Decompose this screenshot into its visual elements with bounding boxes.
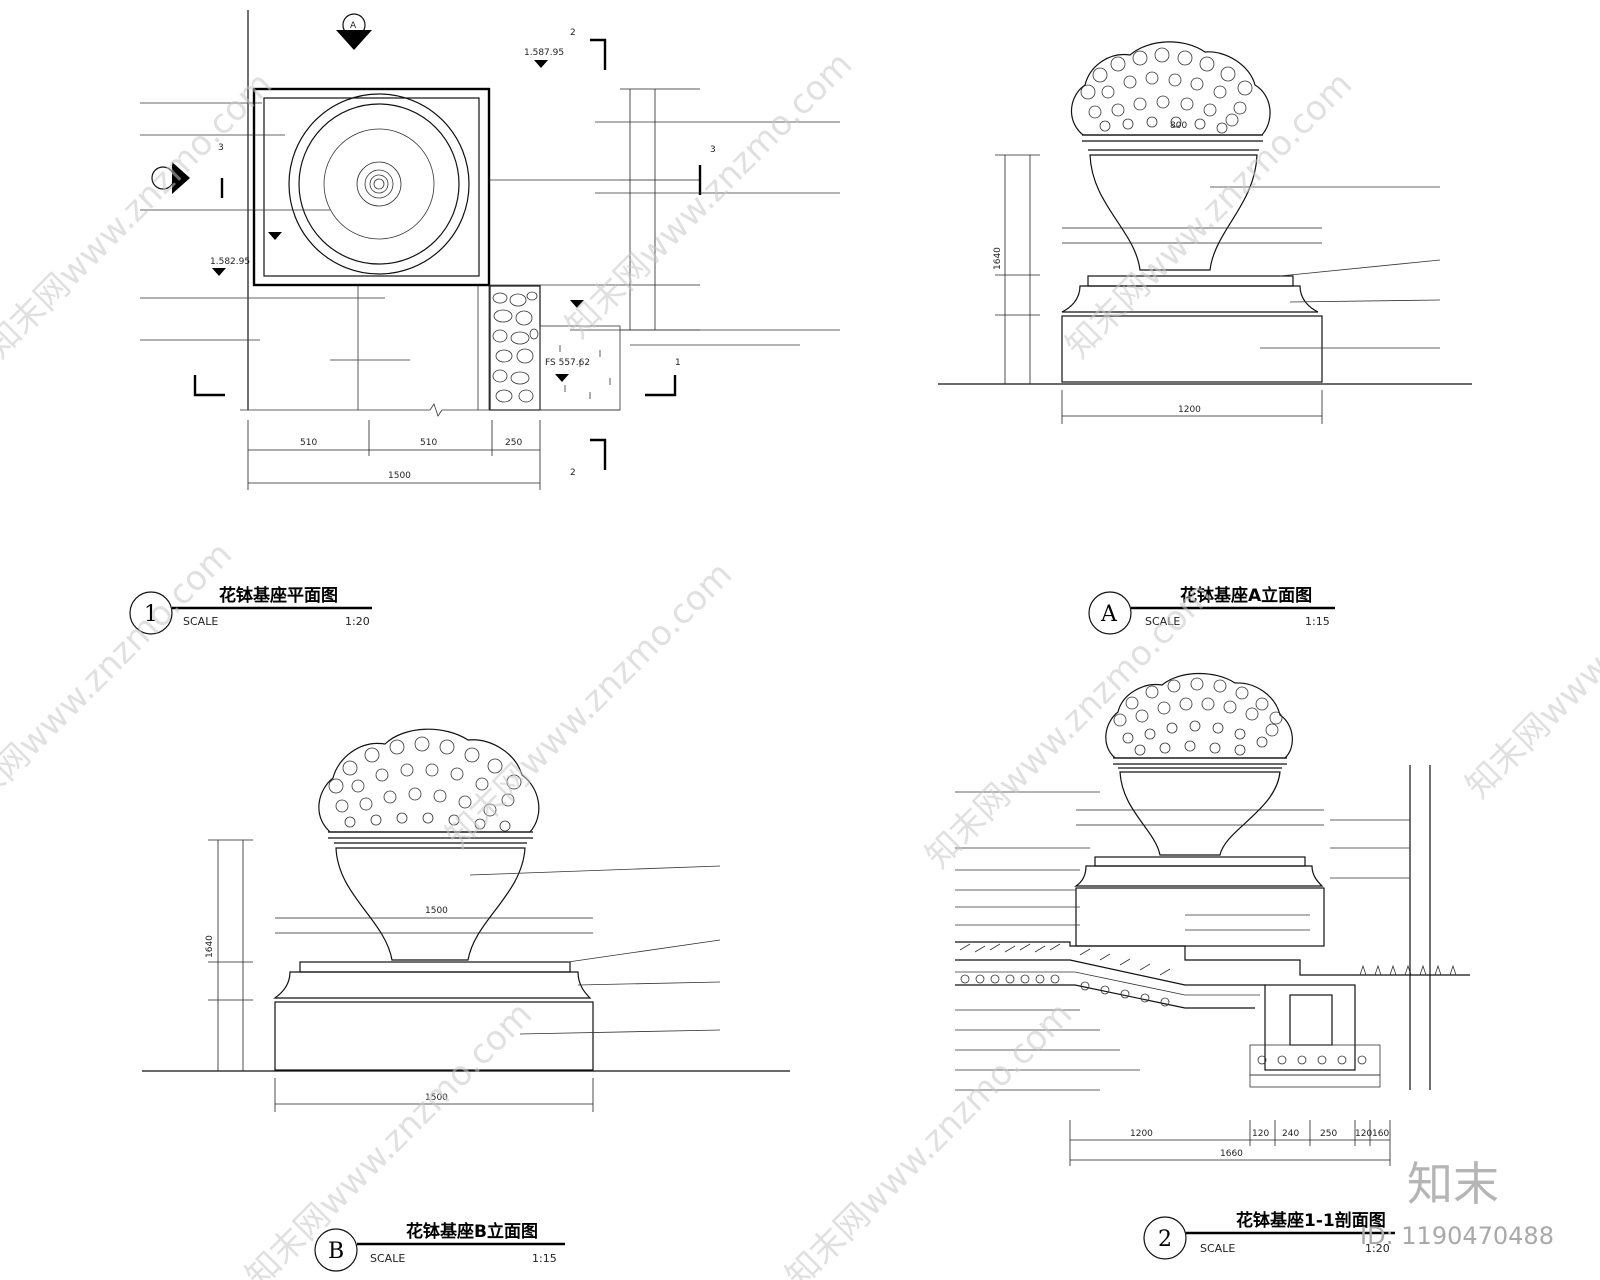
- section-dim-lines: [1069, 809, 1391, 1166]
- elev-a-dim-height: 1640: [993, 247, 1003, 270]
- elev-a-title-block: A 花钵基座A立面图 SCALE 1:15: [1088, 585, 1335, 635]
- plan-inner-square: [263, 97, 480, 277]
- plan-elev-label-left: 1.582.95: [210, 257, 250, 267]
- watermark-text: 知末网www.znzmo.com: [778, 994, 1080, 1280]
- section-dim-total: 1660: [1220, 1149, 1243, 1159]
- elevation-marker: [534, 60, 548, 68]
- plan-title: 花钵基座平面图: [219, 585, 338, 606]
- elev-b-bowl: [335, 847, 526, 961]
- elev-b-scale-value: 1:15: [532, 1252, 557, 1265]
- view-direction-marker-b: [151, 162, 190, 194]
- section-dim-2: 120: [1252, 1129, 1269, 1139]
- elev-b-dim-width: 1500: [425, 1093, 448, 1103]
- image-id-label: ID: 1190470488: [1360, 1222, 1554, 1250]
- section-pedestal-base: [1075, 887, 1325, 947]
- section-dim-5: 120: [1355, 1129, 1372, 1139]
- section-ground-layers: [955, 765, 1470, 1090]
- plan-elev-label-lawn: FS 557.62: [545, 358, 590, 368]
- elev-b-pedestal-base: [274, 1001, 594, 1071]
- plan-elev-label-top: 1.587.95: [524, 48, 564, 58]
- elev-a-bowl: [1089, 154, 1258, 271]
- section-leaders: [955, 791, 1410, 1091]
- plan-leaders-right: [330, 121, 840, 361]
- section-mark-2-bottom: 2: [570, 468, 576, 478]
- plan-dim-2: 510: [420, 438, 437, 448]
- svg-text:A: A: [350, 21, 357, 31]
- elev-a-dim-top: 800: [1170, 121, 1187, 131]
- elev-a-dim-lines: [995, 154, 1323, 424]
- section-dim-4: 250: [1320, 1129, 1337, 1139]
- watermark-text: 知末网www.znzmo.com: [918, 574, 1220, 876]
- plan-title-block: 1 花钵基座平面图 SCALE 1:20: [129, 585, 372, 635]
- section-dim-6: 160: [1372, 1129, 1389, 1139]
- brand-logo: 知末 ID: 1190470488: [1360, 1157, 1554, 1250]
- watermark-text: 知末网www.znzmo.com: [1058, 64, 1360, 366]
- elev-b-title: 花钵基座B立面图: [406, 1221, 538, 1242]
- plan-dim-3: 250: [505, 438, 522, 448]
- plan-cobble-strip: [489, 285, 541, 411]
- elev-b-title-block: B 花钵基座B立面图 SCALE 1:15: [314, 1221, 565, 1272]
- section-pedestal-cap: [1094, 856, 1306, 867]
- view-direction-marker-a: A: [336, 13, 372, 50]
- plan-cobble-pattern: [492, 291, 539, 403]
- brand-logo-text: 知末: [1407, 1157, 1499, 1211]
- plan-view: 2 2 3 3 1 A 1.587.95 1.582.95 FS 557.62: [129, 10, 840, 635]
- elevation-a-view: 1640 1200 800 A 花钵基座A立面图 SCALE 1:15: [938, 41, 1472, 635]
- section-mark-3-right: 3: [710, 145, 716, 155]
- section-scale-value: 1:20: [1365, 1242, 1390, 1255]
- section-mark-3-left: 3: [218, 143, 224, 153]
- plan-dim-total: 1500: [388, 471, 411, 481]
- elev-b-dim-top: 1500: [425, 906, 448, 916]
- section-dim-1: 1200: [1130, 1129, 1153, 1139]
- elev-b-shrub: [318, 728, 540, 839]
- elev-b-scale-label: SCALE: [370, 1252, 405, 1265]
- elevation-marker: [555, 374, 569, 382]
- elev-b-dim-height: 1640: [205, 935, 215, 958]
- elev-a-pedestal-base: [1061, 315, 1323, 383]
- plan-leaders-left: [140, 102, 385, 341]
- elev-b-leaders: [469, 865, 721, 1035]
- section-shrub: [1105, 672, 1293, 765]
- watermark-text: 知末网www.znzmo.com: [558, 44, 860, 346]
- section-view: 1200 120 240 250 120 160 1660 2: [955, 672, 1470, 1260]
- elevation-marker: [212, 268, 226, 276]
- elev-a-dim-width: 1200: [1178, 405, 1201, 415]
- watermark-text: 知末网www.znzmo.com: [1458, 504, 1600, 806]
- section-mark-2-top: 2: [570, 28, 576, 38]
- elevation-marker: [570, 300, 584, 308]
- plan-outer-square: [252, 87, 491, 287]
- section-mark-1: 1: [675, 358, 681, 368]
- elevation-marker: [268, 232, 282, 240]
- plan-dim-lines: [247, 420, 541, 490]
- elev-a-shrub: [1070, 41, 1271, 142]
- elev-b-dim-lines: [208, 839, 594, 1112]
- plan-scale-label: SCALE: [183, 615, 218, 628]
- plan-dim-1: 510: [300, 438, 317, 448]
- section-title: 花钵基座1-1剖面图: [1236, 1210, 1386, 1231]
- section-scale-label: SCALE: [1200, 1242, 1235, 1255]
- section-title-block: 2 花钵基座1-1剖面图 SCALE 1:20: [1143, 1210, 1395, 1260]
- section-number: 2: [1158, 1227, 1172, 1252]
- plan-bowl-circles: [288, 93, 470, 275]
- elev-a-title: 花钵基座A立面图: [1180, 585, 1312, 606]
- section-bowl: [1119, 771, 1281, 856]
- elev-b-number: B: [328, 1239, 344, 1264]
- watermark-text: 知末网www.znzmo.com: [0, 534, 240, 836]
- elev-b-pedestal-cap: [299, 961, 571, 973]
- plan-number: 1: [144, 602, 158, 627]
- elevation-b-view: 1640 1500 1500 B 花钵基座B立面图 SCALE 1:15: [142, 728, 790, 1272]
- elev-a-leaders: [1210, 186, 1441, 349]
- elev-a-number: A: [1100, 602, 1118, 627]
- elev-a-scale-label: SCALE: [1145, 615, 1180, 628]
- watermark-text: 知末网www.znzmo.com: [0, 64, 280, 366]
- section-dim-3: 240: [1282, 1129, 1299, 1139]
- section-drain-channel: [1264, 984, 1356, 1071]
- watermark-layer: 知末网www.znzmo.com 知末网www.znzmo.com 知末网www…: [0, 44, 1600, 1280]
- watermark-text: 知末网www.znzmo.com: [438, 554, 740, 856]
- elev-a-scale-value: 1:15: [1305, 615, 1330, 628]
- plan-scale-value: 1:20: [345, 615, 370, 628]
